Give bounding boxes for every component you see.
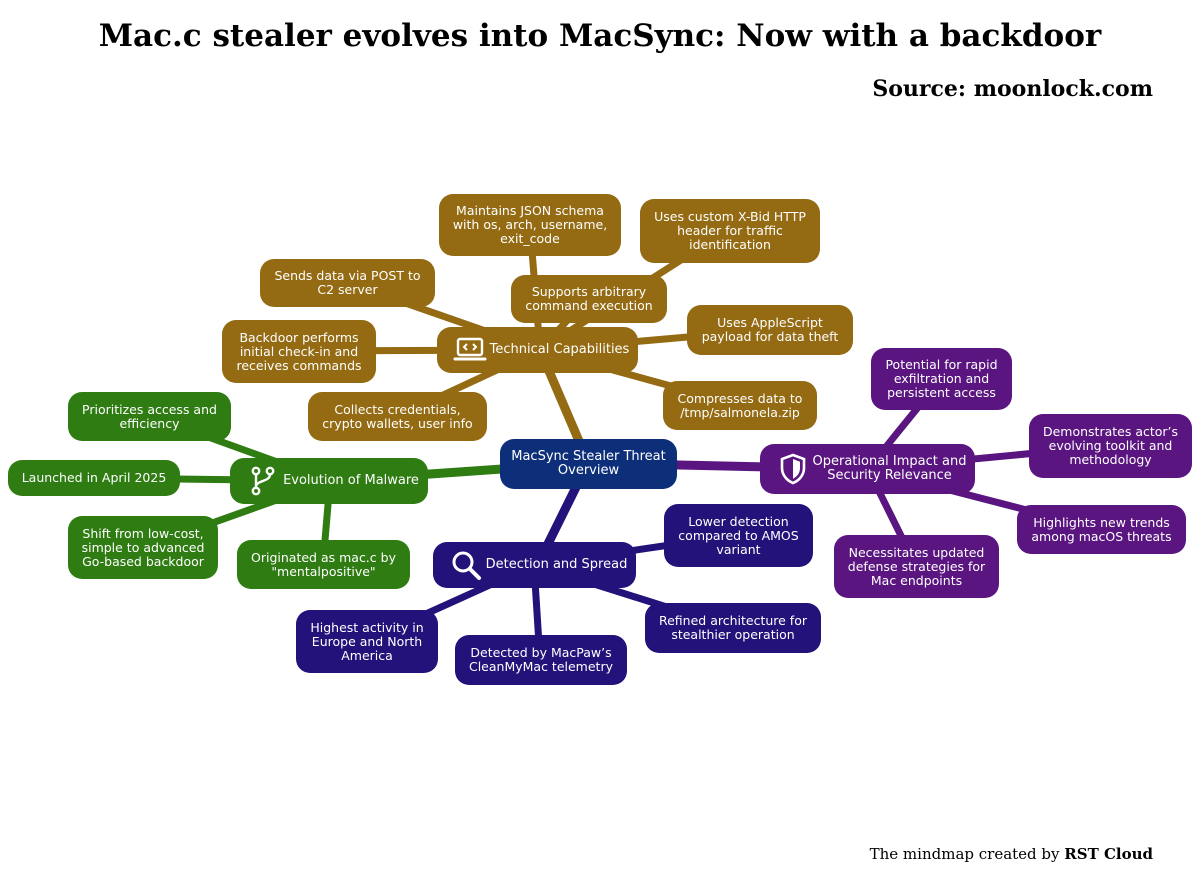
code-laptop-icon [451,331,489,369]
source-label: Source: moonlock.com [872,76,1153,102]
evolution-child-launched: Launched in April 2025 [8,460,180,496]
operational-label: Operational Impact and Security Relevanc… [812,454,967,483]
technical-child-applescript: Uses AppleScript payload for data theft [687,305,853,355]
operational-child-potential: Potential for rapid exfiltration and per… [871,348,1012,410]
evolution-label: Evolution of Malware [283,473,419,488]
root-node: MacSync Stealer Threat Overview [500,439,677,489]
operational-child-demonstrates: Demonstrates actor’s evolving toolkit an… [1029,414,1192,478]
git-branch-icon [244,462,282,500]
evolution-child-prioritizes: Prioritizes access and efficiency [68,392,231,441]
shield-icon [774,450,812,488]
technical-child-json-schema: Maintains JSON schema with os, arch, use… [439,194,621,256]
evolution-child-shift: Shift from low-cost, simple to advanced … [68,516,218,579]
operational-child-highlights: Highlights new trends among macOS threat… [1017,505,1186,554]
technical-child-compress: Compresses data to /tmp/salmonela.zip [663,381,817,430]
credit-line: The mindmap created by RST Cloud [870,845,1153,863]
detection-label: Detection and Spread [485,557,628,572]
technical-capabilities-label: Technical Capabilities [489,342,630,357]
technical-child-collects: Collects credentials, crypto wallets, us… [308,392,487,441]
credit-prefix: The mindmap created by [869,845,1060,863]
detection-node: Detection and Spread [433,542,636,588]
technical-child-arbitrary-command: Supports arbitrary command execution [511,275,667,323]
technical-child-backdoor-checkin: Backdoor performs initial check-in and r… [222,320,376,383]
operational-node: Operational Impact and Security Relevanc… [760,444,975,494]
operational-child-necessitates: Necessitates updated defense strategies … [834,535,999,598]
technical-child-post-c2: Sends data via POST to C2 server [260,259,435,307]
detection-child-lower-detection: Lower detection compared to AMOS variant [664,504,813,567]
detection-child-refined-architecture: Refined architecture for stealthier oper… [645,603,821,653]
technical-capabilities-node: Technical Capabilities [437,327,638,373]
detection-child-macpaw: Detected by MacPaw’s CleanMyMac telemetr… [455,635,627,685]
detection-child-highest-activity: Highest activity in Europe and North Ame… [296,610,438,673]
evolution-child-originated: Originated as mac.c by "mentalpositive" [237,540,410,589]
magnifier-icon [447,546,485,584]
credit-brand: RST Cloud [1064,845,1153,863]
technical-child-xbid-header: Uses custom X-Bid HTTP header for traffi… [640,199,820,263]
page-title: Mac.c stealer evolves into MacSync: Now … [98,18,1102,54]
evolution-node: Evolution of Malware [230,458,428,504]
